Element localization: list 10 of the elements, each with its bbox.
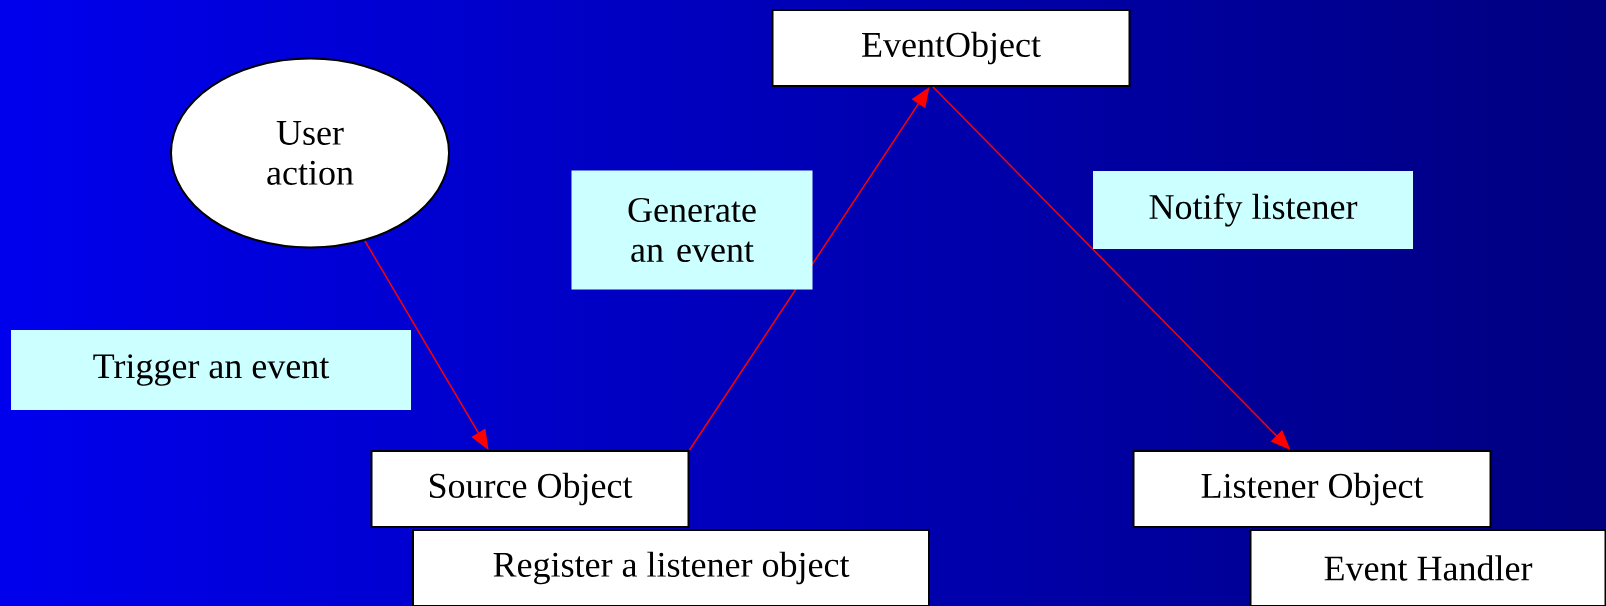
object-box: EventObject — [771, 9, 1131, 87]
object-box: Source Object — [370, 450, 690, 528]
object-box: Event Handler — [1249, 529, 1606, 606]
arrow — [688, 87, 930, 451]
edge-label: Notify listener — [1093, 171, 1413, 249]
ellipse-node: User action — [170, 57, 450, 249]
object-box: Register a listener object — [412, 529, 930, 606]
edge-label: Trigger an event — [11, 330, 411, 410]
object-box: Listener Object — [1132, 450, 1492, 528]
edge-label: Generate an event — [571, 170, 813, 290]
